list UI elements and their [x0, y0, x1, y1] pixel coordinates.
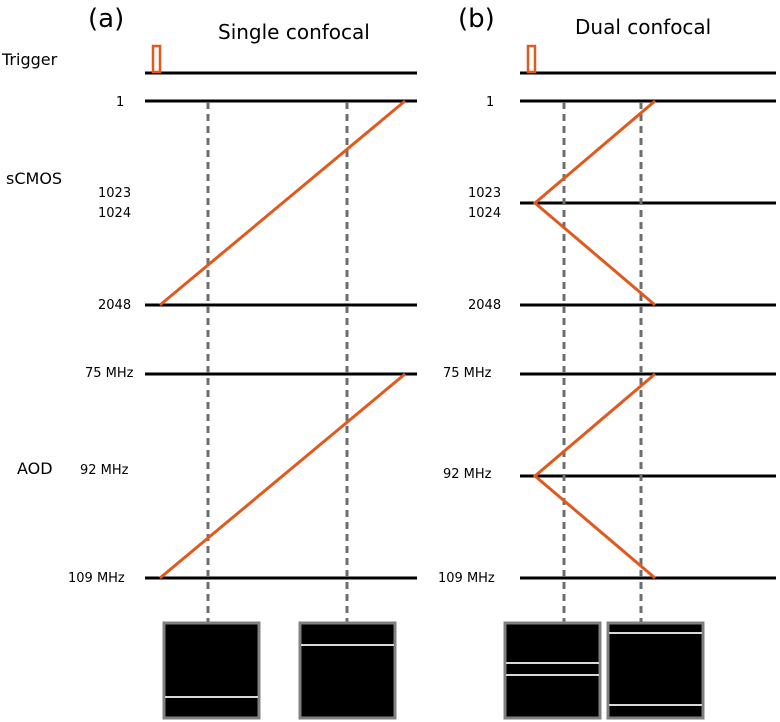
panel-b-trigger-pulse — [526, 44, 537, 74]
panel-a-title: Single confocal — [218, 20, 370, 44]
panel-a-trigger-pulse — [151, 44, 162, 74]
panel-b: (b) Dual confocal 1 1023 1024 2048 75 MH… — [438, 4, 776, 720]
panel-b-tick-1: 1 — [486, 95, 494, 110]
panel-a-frame-2 — [298, 621, 397, 720]
panel-b-letter: (b) — [458, 4, 495, 34]
panel-b-title: Dual confocal — [575, 15, 711, 39]
panel-a-tick-92mhz: 92 MHz — [80, 463, 129, 478]
scmos-row-label: sCMOS — [6, 169, 62, 188]
panel-a-tick-75mhz: 75 MHz — [85, 366, 134, 381]
panel-b-tick-2048: 2048 — [468, 298, 501, 313]
trigger-row-label: Trigger — [1, 50, 58, 69]
panel-a-letter: (a) — [88, 4, 124, 34]
panel-b-tick-75mhz: 75 MHz — [443, 366, 492, 381]
panel-a-frame-1 — [162, 621, 261, 720]
panel-b-frame-2 — [606, 621, 705, 720]
panel-a-tick-1: 1 — [116, 95, 124, 110]
panel-b-tick-92mhz: 92 MHz — [443, 467, 492, 482]
panel-a: (a) Single confocal Trigger sCMOS AOD 1 … — [1, 4, 417, 720]
panel-b-scmos-scan — [532, 99, 656, 307]
panel-b-aod-scan — [532, 372, 656, 580]
panel-b-tick-1023: 1023 — [468, 186, 501, 201]
panel-b-tick-1024: 1024 — [468, 206, 501, 221]
panel-a-tick-109mhz: 109 MHz — [68, 571, 125, 586]
panel-a-aod-ramp — [159, 372, 406, 580]
panel-a-tick-1024: 1024 — [98, 206, 131, 221]
panel-a-tick-2048: 2048 — [98, 298, 131, 313]
panel-b-frame-1 — [503, 621, 602, 720]
panel-b-tick-109mhz: 109 MHz — [438, 571, 495, 586]
aod-row-label: AOD — [17, 459, 53, 478]
panel-a-tick-1023: 1023 — [98, 186, 131, 201]
panel-a-scmos-ramp — [159, 99, 406, 307]
